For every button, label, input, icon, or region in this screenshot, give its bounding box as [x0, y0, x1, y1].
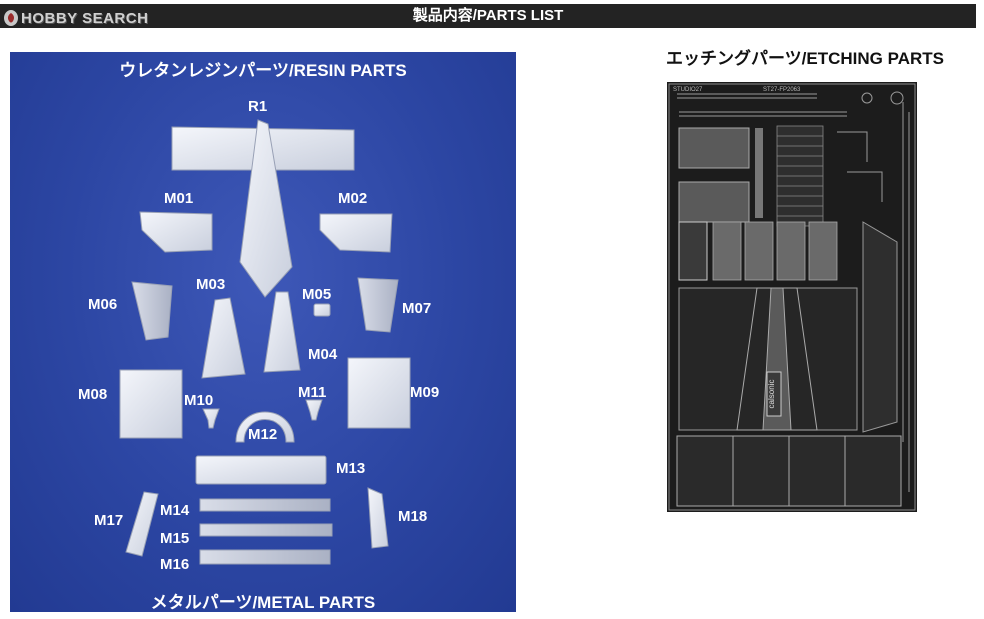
label-m13: M13 [336, 460, 366, 477]
label-m14: M14 [160, 502, 190, 519]
label-m09: M09 [410, 384, 440, 401]
label-m08: M08 [78, 386, 108, 403]
label-r1: R1 [248, 98, 268, 115]
label-m12: M12 [248, 426, 278, 443]
resin-parts-heading: ウレタンレジンパーツ/RESIN PARTS [119, 61, 407, 80]
header-bar: HOBBY SEARCH 製品内容/PARTS LIST [0, 4, 976, 28]
part-m08 [119, 369, 183, 439]
label-m06: M06 [88, 296, 118, 313]
label-m04: M04 [308, 346, 338, 363]
part-m02 [319, 213, 393, 253]
etch-sheet-code: ST27-FP2063 [763, 87, 801, 93]
part-m06 [131, 281, 173, 341]
label-m05: M05 [302, 286, 332, 303]
etching-parts-heading: エッチングパーツ/ETCHING PARTS [666, 49, 944, 68]
part-m14 [199, 498, 331, 512]
label-m11: M11 [298, 384, 327, 401]
label-m10: M10 [184, 392, 214, 409]
label-m01: M01 [164, 190, 194, 207]
etching-sheet: calsonic STUDIO27 ST27-FP2063 [667, 82, 917, 517]
logo-icon [4, 10, 18, 26]
part-m15 [199, 523, 333, 537]
part-r1 [171, 119, 355, 298]
part-m17 [125, 491, 159, 557]
etching-sheet-illustration: calsonic STUDIO27 ST27-FP2063 [667, 82, 917, 512]
label-m03: M03 [196, 276, 226, 293]
page-title: 製品内容/PARTS LIST [412, 7, 564, 24]
part-m12 [235, 411, 295, 443]
part-m04 [263, 291, 301, 373]
label-m18: M18 [398, 508, 428, 525]
hobby-search-logo[interactable]: HOBBY SEARCH [4, 8, 148, 28]
logo-text: HOBBY SEARCH [21, 9, 149, 27]
part-m05 [313, 303, 331, 317]
part-m03 [201, 297, 246, 379]
resin-parts-photo: ウレタンレジンパーツ/RESIN PARTS R1 M01 M02 M03 M0… [10, 52, 516, 612]
etch-sheet-brand: STUDIO27 [673, 87, 703, 93]
part-m10 [202, 408, 220, 429]
part-m16 [199, 549, 331, 565]
part-m18 [367, 487, 389, 549]
part-m09 [347, 357, 411, 429]
metal-parts-heading: メタルパーツ/METAL PARTS [150, 593, 376, 612]
part-m13 [195, 455, 327, 485]
label-m07: M07 [402, 300, 432, 317]
label-m15: M15 [160, 530, 190, 547]
label-m17: M17 [94, 512, 124, 529]
part-m07 [357, 277, 399, 333]
part-m11 [305, 399, 323, 421]
part-m01 [139, 211, 213, 253]
label-m16: M16 [160, 556, 190, 573]
label-m02: M02 [338, 190, 368, 207]
resin-parts-illustration [119, 119, 411, 565]
etch-sheet-logo: calsonic [767, 380, 776, 409]
